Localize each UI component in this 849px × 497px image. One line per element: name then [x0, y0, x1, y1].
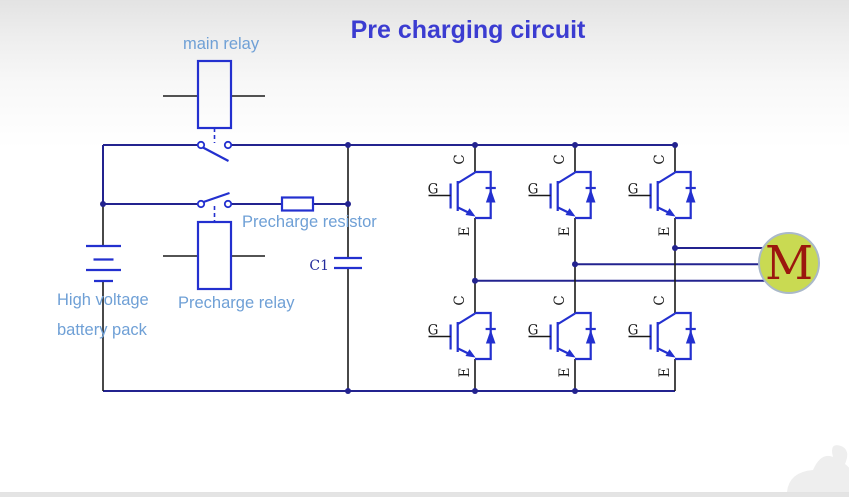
igbt-bottom-left [426, 294, 497, 379]
capacitor-label: C1 [309, 258, 329, 274]
igbt-top-right [626, 153, 697, 238]
capacitor-c1: C1 [309, 256, 362, 274]
igbt-top-middle [526, 153, 597, 238]
main-relay-switch [196, 140, 233, 162]
igbt-top-left [426, 153, 497, 238]
battery-label-line1: High voltage [57, 291, 149, 309]
precharge-resistor [280, 196, 315, 212]
main-relay-coil [196, 59, 233, 143]
precharge-relay-label: Precharge relay [178, 294, 295, 312]
igbt-bottom-middle [526, 294, 597, 379]
lead-wires [102, 95, 676, 391]
precharge-relay-coil [196, 220, 233, 291]
page-title: Pre charging circuit [350, 16, 586, 44]
junction-dots [100, 142, 678, 394]
precharge-relay-switch [196, 191, 233, 221]
precharge-resistor-label: Precharge resistor [242, 213, 377, 231]
battery-symbol [86, 244, 121, 283]
bus-wires [102, 144, 772, 392]
corner-watermark [787, 445, 849, 492]
battery-label-line2: battery pack [57, 321, 147, 339]
main-relay-label: main relay [183, 35, 260, 53]
igbt-bottom-right [626, 294, 697, 379]
motor-letter: M [765, 236, 813, 291]
motor-symbol: M [758, 232, 820, 294]
